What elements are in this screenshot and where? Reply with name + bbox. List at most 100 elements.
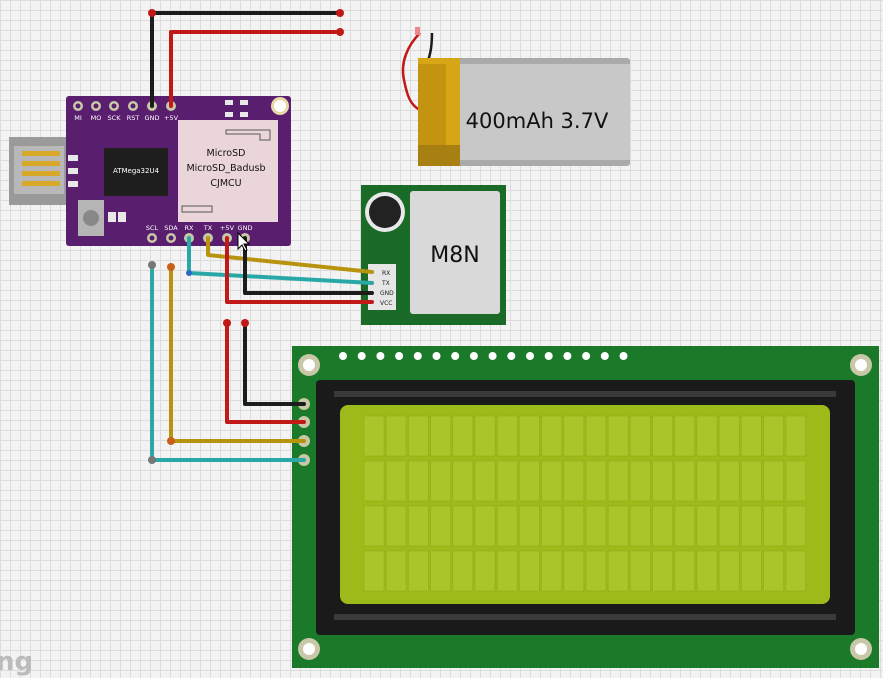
- lcd-header-hole: [582, 352, 591, 360]
- lcd-header-hole: [469, 352, 478, 360]
- lcd-header-hole: [413, 352, 422, 360]
- wire-5v-to-gps[interactable]: [225, 236, 374, 304]
- lcd-char-cell: [718, 415, 740, 457]
- lcd-header-hole: [488, 352, 497, 360]
- lcd-header-hole: [619, 352, 628, 360]
- gps-pin-vcc: VCC: [380, 300, 392, 307]
- lcd-char-cell: [496, 460, 518, 502]
- lcd-char-cell: [674, 550, 696, 592]
- lcd-char-cell: [430, 415, 451, 457]
- wire-tx-to-gps-rx[interactable]: [206, 236, 374, 274]
- lcd-char-cell: [474, 460, 496, 502]
- lcd-header-hole: [526, 352, 534, 360]
- lcd-char-cell: [541, 505, 562, 547]
- sd-label-2: MicroSD_Badusb: [186, 163, 265, 174]
- lcd-char-cell: [385, 415, 407, 457]
- wire-gnd-to-lcd[interactable]: [243, 321, 306, 406]
- lcd-header-holes: [339, 352, 628, 360]
- lcd-char-cell: [385, 505, 407, 547]
- lcd-char-cell: [541, 550, 562, 592]
- lcd-header-hole: [507, 352, 516, 360]
- lcd-char-cell: [696, 550, 718, 592]
- gps-pin-gnd: GND: [380, 290, 394, 297]
- lcd-char-cell: [519, 460, 540, 502]
- pin-label-rx: RX: [185, 224, 195, 232]
- pin-label-tx: TX: [203, 224, 213, 232]
- lcd-char-cell: [585, 460, 607, 502]
- lcd-char-cell: [585, 415, 607, 457]
- lcd-char-cell: [519, 550, 540, 592]
- wire-5v-to-lcd[interactable]: [225, 321, 306, 424]
- pin-label-sck: SCK: [108, 114, 122, 122]
- lcd-char-cell: [741, 415, 762, 457]
- lcd-char-cell: [563, 505, 585, 547]
- lcd-char-cell: [718, 505, 740, 547]
- lcd-char-cell: [785, 550, 807, 592]
- lcd-char-cell: [452, 415, 474, 457]
- lcd-header-hole: [376, 352, 385, 360]
- lcd-char-cell: [652, 550, 673, 592]
- lcd-char-cell: [630, 505, 651, 547]
- lcd-char-cell: [541, 415, 562, 457]
- lcd-char-cell: [607, 460, 629, 502]
- lcd-char-cell: [452, 550, 474, 592]
- sd-label-1: MicroSD: [207, 148, 246, 159]
- gps-label: M8N: [430, 243, 479, 268]
- lcd-char-cell: [652, 505, 673, 547]
- cjmcu-badusb-board[interactable]: ATMega32U4 MicroSD MicroSD_Badusb CJMCU …: [9, 96, 291, 246]
- pin-label-rst: RST: [127, 114, 140, 122]
- lcd-char-cell: [763, 460, 784, 502]
- battery[interactable]: 400mAh 3.7V: [401, 27, 630, 166]
- lcd-char-cell: [496, 415, 518, 457]
- lcd-char-cell: [763, 550, 784, 592]
- lcd-char-cell: [674, 505, 696, 547]
- wire-gnd-to-gps[interactable]: [243, 236, 374, 295]
- lcd-header-hole: [544, 352, 553, 360]
- lcd-char-cell: [696, 415, 718, 457]
- lcd-char-cell: [363, 550, 385, 592]
- lcd-char-cell: [363, 415, 385, 457]
- lcd-char-cell: [607, 415, 629, 457]
- lcd-char-cell: [585, 550, 607, 592]
- lcd-char-cell: [652, 415, 673, 457]
- wire-5v-top[interactable]: [169, 30, 342, 108]
- chip-label: ATMega32U4: [113, 167, 160, 175]
- battery-label: 400mAh 3.7V: [466, 109, 609, 133]
- lcd-display[interactable]: [292, 346, 879, 668]
- lcd-char-cell: [452, 460, 474, 502]
- lcd-char-cell: [408, 505, 429, 547]
- lcd-char-cell: [541, 460, 562, 502]
- wires: [148, 9, 374, 464]
- lcd-char-cell: [674, 460, 696, 502]
- wire-gnd-top[interactable]: [150, 11, 342, 108]
- lcd-char-cell: [430, 550, 451, 592]
- pin-label-mi: MI: [74, 114, 82, 122]
- lcd-char-cell: [474, 505, 496, 547]
- lcd-char-cell: [741, 505, 762, 547]
- lcd-char-cell: [763, 415, 784, 457]
- lcd-header-hole: [432, 352, 441, 360]
- lcd-char-cell: [563, 415, 585, 457]
- lcd-header-hole: [339, 352, 347, 360]
- lcd-char-cell: [630, 460, 651, 502]
- lcd-char-cell: [430, 505, 451, 547]
- pin-label-gnd-bottom: GND: [238, 224, 253, 232]
- lcd-char-cell: [763, 505, 784, 547]
- top-header: [73, 101, 176, 111]
- lcd-char-cell: [718, 550, 740, 592]
- gps-module[interactable]: M8N RX TX GND VCC: [361, 185, 506, 325]
- lcd-char-cell: [741, 460, 762, 502]
- lcd-char-cell: [408, 415, 429, 457]
- lcd-char-cell: [741, 550, 762, 592]
- lcd-char-cell: [385, 550, 407, 592]
- pin-label-gnd-top: GND: [145, 114, 160, 122]
- pin-label-5v-bottom: +5V: [220, 224, 235, 232]
- lcd-char-cell: [674, 415, 696, 457]
- lcd-header-hole: [600, 352, 609, 360]
- lcd-char-cell: [496, 550, 518, 592]
- lcd-char-cell: [563, 460, 585, 502]
- lcd-char-cell: [607, 505, 629, 547]
- lcd-char-cell: [474, 415, 496, 457]
- lcd-char-cell: [696, 460, 718, 502]
